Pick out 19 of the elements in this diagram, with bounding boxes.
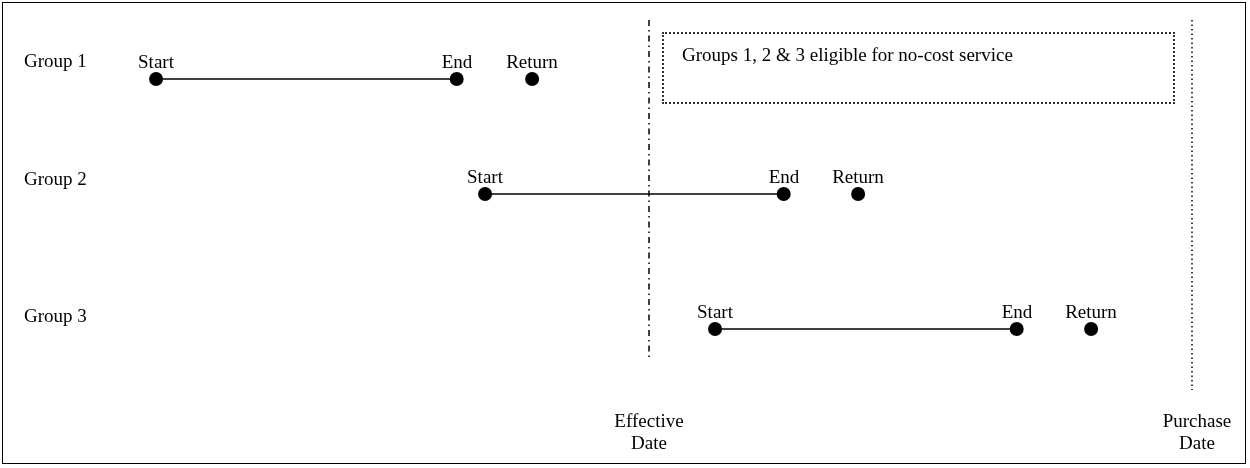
date-label: Effective Date [613, 410, 685, 454]
timeline-line [721, 328, 1011, 330]
note-box [662, 32, 1175, 104]
point-label: End [1001, 302, 1033, 322]
point-label: Start [467, 167, 503, 187]
timeline-line [491, 193, 778, 195]
group-label: Group 1 [24, 50, 87, 72]
point-label: Start [138, 52, 174, 72]
group-label: Group 2 [24, 168, 87, 190]
group-label: Group 3 [24, 305, 87, 327]
point-label: End [768, 167, 800, 187]
point-label: End [441, 52, 473, 72]
date-label: Purchase Date [1161, 410, 1233, 454]
timeline-line [162, 78, 451, 80]
point-label: Return [506, 52, 558, 72]
point-label: Return [832, 167, 884, 187]
point-label: Start [697, 302, 733, 322]
point-label: Return [1065, 302, 1117, 322]
note-text: Groups 1, 2 & 3 eligible for no-cost service [682, 44, 1014, 66]
